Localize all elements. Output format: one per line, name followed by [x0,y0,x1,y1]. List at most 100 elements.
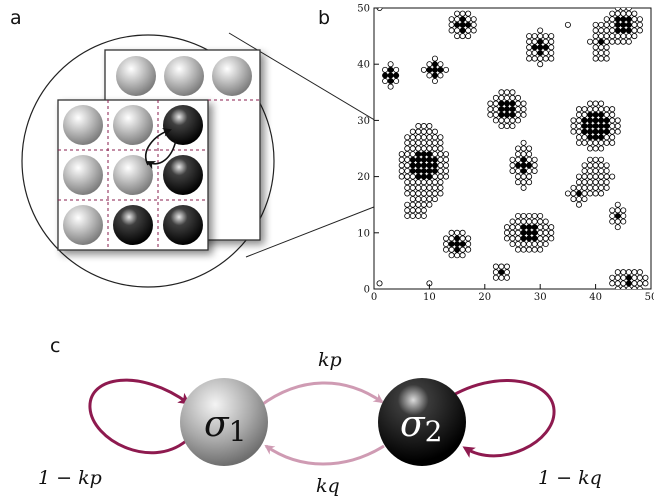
cluster-site [404,201,411,208]
cluster-site [548,49,555,56]
cluster-site [409,190,416,197]
cluster-core-site [415,151,422,158]
cluster-site [515,241,522,248]
cluster-site [398,162,405,169]
cluster-core-site [431,156,438,163]
cluster-site [426,201,433,208]
cluster-site [520,173,527,180]
cluster-site [437,190,444,197]
cluster-site [620,218,627,225]
cluster-site [454,27,461,34]
cluster-site [548,229,555,236]
x-tick-label: 50 [645,292,654,303]
cluster-site [542,33,549,40]
cluster-core-site [520,162,527,169]
cluster-core-site [415,167,422,174]
cluster-site [398,167,405,174]
cluster-site [393,66,400,73]
cluster-site [515,151,522,158]
cluster-site [520,106,527,113]
cluster-site [614,117,621,124]
cluster-site [520,218,527,225]
cluster-site [431,184,438,191]
cluster-site [531,38,538,45]
cluster-core-site [526,229,533,236]
cluster-site [520,246,527,253]
cluster-site [526,151,533,158]
cluster-site [426,190,433,197]
cluster-site [526,145,533,152]
cluster-site [520,145,527,152]
cluster-site [509,235,516,242]
cluster-site [415,207,422,214]
cluster-site [404,184,411,191]
cluster-site [609,106,616,113]
cluster-site [614,286,621,289]
lattice-site [63,205,103,245]
cluster-core-site [531,235,538,242]
cluster-site [459,235,466,242]
cluster-core-site [426,167,433,174]
cluster-site [515,246,522,253]
cluster-site [454,229,461,236]
cluster-site [575,117,582,124]
cluster-core-site [426,156,433,163]
cluster-site [636,27,643,34]
cluster-site [498,117,505,124]
lattice-illustration [57,49,261,251]
lattice-site [163,105,203,145]
cluster-core-site [603,123,610,130]
cluster-site [581,139,588,146]
cluster-site [609,33,616,40]
cluster-site [420,128,427,135]
cluster-site [570,190,577,197]
cluster-site [620,274,627,281]
cluster-site [426,179,433,186]
cluster-site [437,61,444,68]
cluster-core-site [454,246,461,253]
cluster-site [542,229,549,236]
cluster-site [598,106,605,113]
cluster-site [492,106,499,113]
cluster-site [498,89,505,96]
cluster-site [631,286,638,289]
cluster-core-site [625,16,632,23]
cluster-site [526,156,533,163]
cluster-site [592,38,599,45]
cluster-site [520,179,527,186]
cluster-site [437,139,444,146]
cluster-core-site [459,27,466,34]
cluster-site [636,286,643,289]
x-tick-label: 0 [371,292,377,303]
cluster-site [459,33,466,40]
cluster-site [603,27,610,34]
cluster-site [426,72,433,79]
cluster-core-site [537,49,544,56]
cluster-site [520,184,527,191]
cluster-site [404,173,411,180]
cluster-site [609,111,616,118]
cluster-core-site [614,27,621,34]
panel-label-c: c [50,335,60,357]
cluster-site [575,128,582,135]
cluster-site [404,156,411,163]
cluster-site [443,167,450,174]
cluster-site [426,134,433,141]
cluster-core-site [459,21,466,28]
cluster-site [515,106,522,113]
cluster-site [503,89,510,96]
cluster-site [575,196,582,203]
cluster-site [509,162,516,169]
y-tick-label: 40 [357,60,370,71]
cluster-site [631,21,638,28]
cluster-core-site [603,128,610,135]
cluster-site [575,139,582,146]
cluster-site [454,16,461,23]
cluster-site [437,184,444,191]
cluster-site [548,235,555,242]
cluster-site [492,263,499,270]
cluster-site [570,123,577,130]
cluster-site [509,241,516,248]
cluster-site [382,78,389,85]
cluster-site [620,207,627,214]
